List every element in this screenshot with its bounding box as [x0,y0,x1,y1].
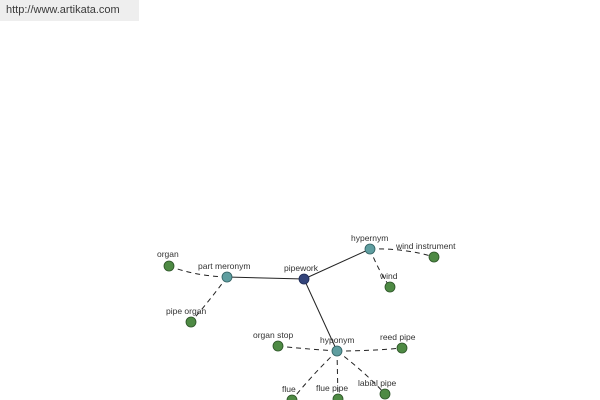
node-flue-pipe[interactable] [332,393,344,400]
label-labial-pipe: labial pipe [358,378,397,388]
node-pipe-organ[interactable] [185,316,197,328]
edge-hyponym-flue-pipe [336,350,339,400]
node-hypernym[interactable] [364,243,376,255]
edge-hypernym-wind [369,248,391,288]
label-organ-stop: organ stop [253,330,293,340]
node-organ-stop[interactable] [272,340,284,352]
edge-hyponym-labial-pipe [336,350,386,395]
edge-pipework-part-meronym [226,276,305,280]
node-reed-pipe[interactable] [396,342,408,354]
node-hyponym[interactable] [331,345,343,357]
edge-pipework-hypernym [303,248,371,280]
node-pipework[interactable] [298,273,310,285]
edge-hyponym-organ-stop [277,345,338,352]
node-flue[interactable] [286,394,298,400]
node-labial-pipe[interactable] [379,388,391,400]
edge-hyponym-reed-pipe [336,347,403,352]
label-pipe-organ: pipe organ [166,306,206,316]
label-reed-pipe: reed pipe [380,332,416,342]
source-url-link[interactable]: http://www.artikata.com [0,0,139,21]
label-wind-instrument: wind instrument [395,241,456,251]
label-flue: flue [282,384,296,394]
node-part-meronym[interactable] [221,271,233,283]
node-wind[interactable] [384,281,396,293]
label-hyponym: hyponym [320,335,355,345]
label-organ: organ [157,249,179,259]
graph-nodes: pipework part meronym hypernym hyponym o… [157,233,456,400]
label-part-meronym: part meronym [198,261,250,271]
node-wind-instrument[interactable] [428,251,440,263]
label-pipework: pipework [284,263,319,273]
label-wind: wind [379,271,398,281]
label-flue-pipe: flue pipe [316,383,348,393]
label-hypernym: hypernym [351,233,388,243]
edge-pipework-hyponym [303,278,338,352]
node-organ[interactable] [163,260,175,272]
